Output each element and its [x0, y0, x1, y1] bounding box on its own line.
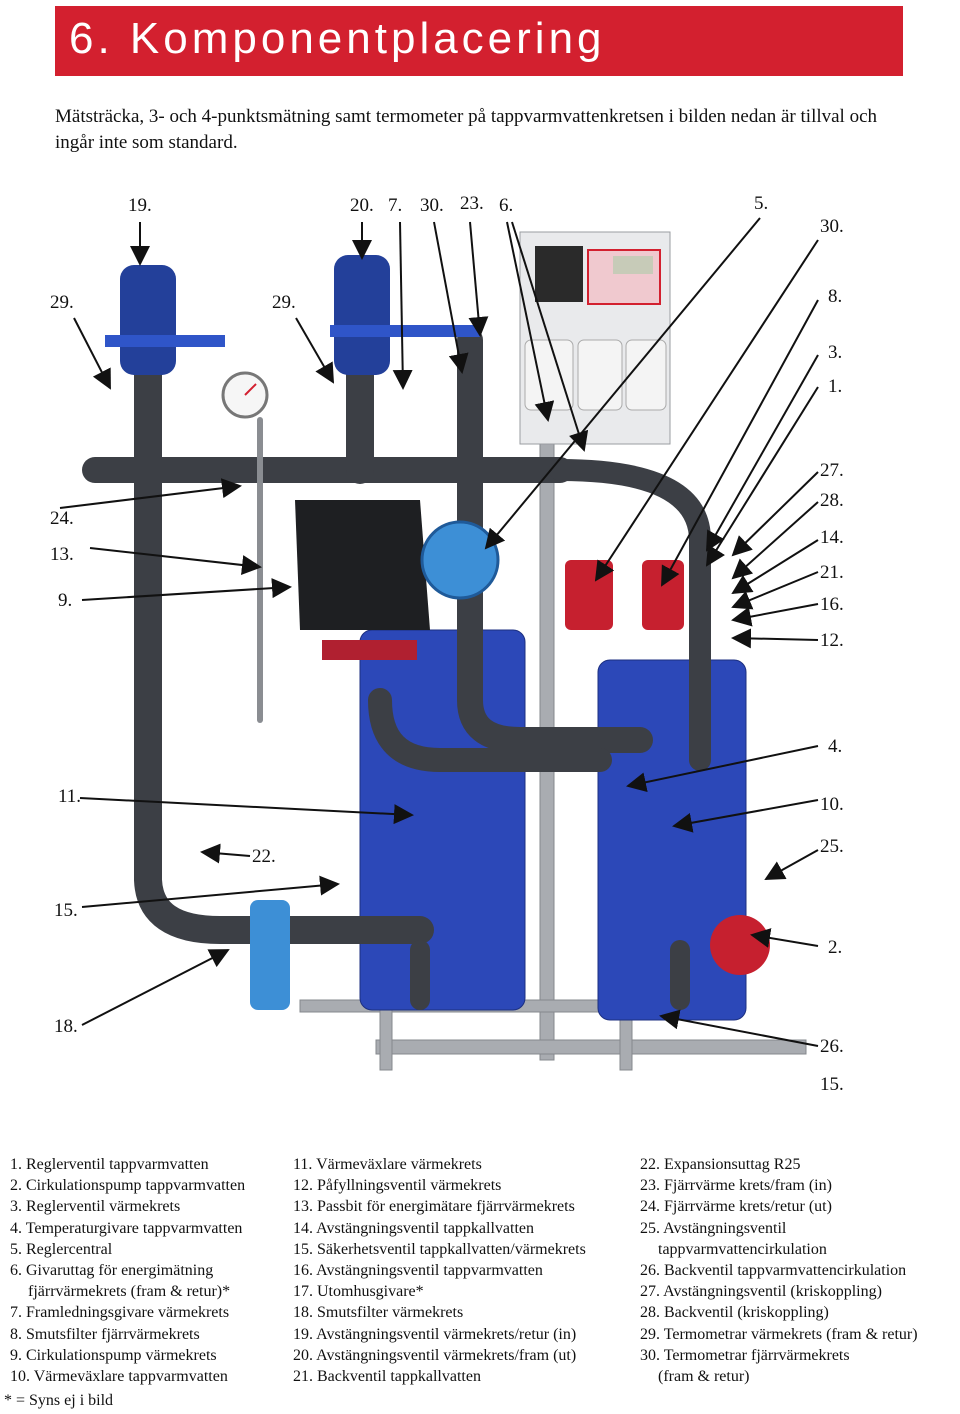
callout-19: 19. [128, 195, 152, 216]
legend-item: 24. Fjärrvärme krets/retur (ut) [640, 1198, 832, 1216]
legend-column-2: 11. Värmeväxlare värmekrets 12. Påfyllni… [293, 1154, 586, 1387]
legend-item: 14. Avstängningsventil tappkallvatten [293, 1219, 534, 1237]
callout-6: 6. [499, 195, 514, 216]
callout-28: 28. [820, 490, 844, 511]
legend-item-continued: fjärrvärmekrets (fram & retur)* [28, 1283, 231, 1301]
callout-13: 13. [50, 544, 74, 565]
callout-26: 26. [820, 1036, 844, 1057]
callout-21: 21. [820, 562, 844, 583]
legend-item: 5. Reglercentral [10, 1240, 113, 1258]
legend-item: 2. Cirkulationspump tappvarmvatten [10, 1177, 246, 1195]
callout-10: 10. [820, 794, 844, 815]
legend-item: 15. Säkerhetsventil tappkallvatten/värme… [293, 1240, 586, 1258]
legend-item: 3. Reglerventil värmekrets [10, 1198, 181, 1216]
pipework [82, 286, 711, 1010]
legend-item: 20. Avstängningsventil värmekrets/fram (… [293, 1346, 577, 1364]
callout-11: 11. [58, 786, 82, 807]
title-banner: 6. Komponentplacering [55, 6, 903, 76]
callout-23: 23. [460, 193, 484, 214]
legend-item: 26. Backventil tappvarmvattencirkulation [640, 1262, 907, 1280]
page-title: 6. Komponentplacering [69, 14, 606, 63]
control-cabinet [519, 231, 671, 445]
callout-22: 22. [252, 846, 276, 867]
callout-27: 27. [820, 460, 844, 481]
callout-15-left: 15. [54, 900, 78, 921]
legend-item: 29. Termometrar värmekrets (fram & retur… [640, 1325, 918, 1343]
pressure-gauge [221, 371, 269, 419]
callout-3: 3. [828, 342, 843, 363]
callout-2: 2. [828, 937, 843, 958]
legend-item: 11. Värmeväxlare värmekrets [293, 1156, 482, 1173]
legend-item: 28. Backventil (kriskoppling) [640, 1304, 829, 1322]
legend-item: 17. Utomhusgivare* [293, 1283, 424, 1301]
legend-column-1: 1. Reglerventil tappvarmvatten 2. Cirkul… [10, 1154, 245, 1387]
callout-1: 1. [828, 376, 843, 397]
callout-12: 12. [820, 630, 844, 651]
legend-item: 6. Givaruttag för energimätning [10, 1262, 214, 1280]
legend-item-continued: (fram & retur) [658, 1368, 750, 1386]
footnote: * = Syns ej i bild [4, 1392, 114, 1409]
legend-item: 16. Avstängningsventil tappvarmvatten [293, 1262, 543, 1280]
strainer [250, 900, 290, 1010]
callout-8: 8. [828, 286, 843, 307]
legend-item-continued: tappvarmvattencirkulation [658, 1240, 827, 1258]
legend-item: 7. Framledningsgivare värmekrets [10, 1304, 230, 1322]
legend-item: 4. Temperaturgivare tappvarmvatten [10, 1219, 243, 1237]
intro-text: Mätsträcka, 3- och 4-punktsmätning samt … [55, 106, 878, 153]
callout-9: 9. [58, 590, 73, 611]
legend-item: 10. Värmeväxlare tappvarmvatten [10, 1368, 228, 1386]
legend-item: 21. Backventil tappkallvatten [293, 1368, 481, 1386]
legend-item: 1. Reglerventil tappvarmvatten [10, 1156, 209, 1173]
legend-item: 22. Expansionsuttag R25 [640, 1156, 801, 1173]
callout-30-top: 30. [420, 195, 444, 216]
callout-arrows [59, 217, 819, 1047]
legend-item: 9. Cirkulationspump värmekrets [10, 1346, 217, 1364]
substation-illustration [82, 231, 807, 1071]
callout-30-right: 30. [820, 216, 844, 237]
callout-24: 24. [50, 508, 74, 529]
callout-18: 18. [54, 1016, 78, 1037]
callout-4: 4. [828, 736, 843, 757]
legend-item: 25. Avstängningsventil [640, 1219, 787, 1237]
callout-5: 5. [754, 193, 769, 214]
callout-25: 25. [820, 836, 844, 857]
callout-20: 20. [350, 195, 374, 216]
legend-item: 18. Smutsfilter värmekrets [293, 1304, 464, 1322]
shutoff-valves [105, 255, 480, 375]
legend-item: 8. Smutsfilter fjärrvärmekrets [10, 1325, 200, 1343]
legend-item: 13. Passbit för energimätare fjärrvärmek… [293, 1198, 575, 1216]
callout-16: 16. [820, 594, 844, 615]
legend-item: 23. Fjärrvärme krets/fram (in) [640, 1177, 832, 1195]
legend-item: 19. Avstängningsventil värmekrets/retur … [293, 1325, 577, 1343]
legend-item: 30. Termometrar fjärrvärmekrets [640, 1346, 850, 1364]
legend-item: 27. Avstängningsventil (kriskoppling) [640, 1283, 882, 1301]
callout-14: 14. [820, 527, 844, 548]
legend-item: 12. Påfyllningsventil värmekrets [293, 1177, 502, 1195]
callout-7: 7. [388, 195, 403, 216]
callout-29-left: 29. [50, 292, 74, 313]
legend-column-3: 22. Expansionsuttag R25 23. Fjärrvärme k… [640, 1154, 918, 1387]
callout-15-right: 15. [820, 1074, 844, 1095]
callout-29-mid: 29. [272, 292, 296, 313]
